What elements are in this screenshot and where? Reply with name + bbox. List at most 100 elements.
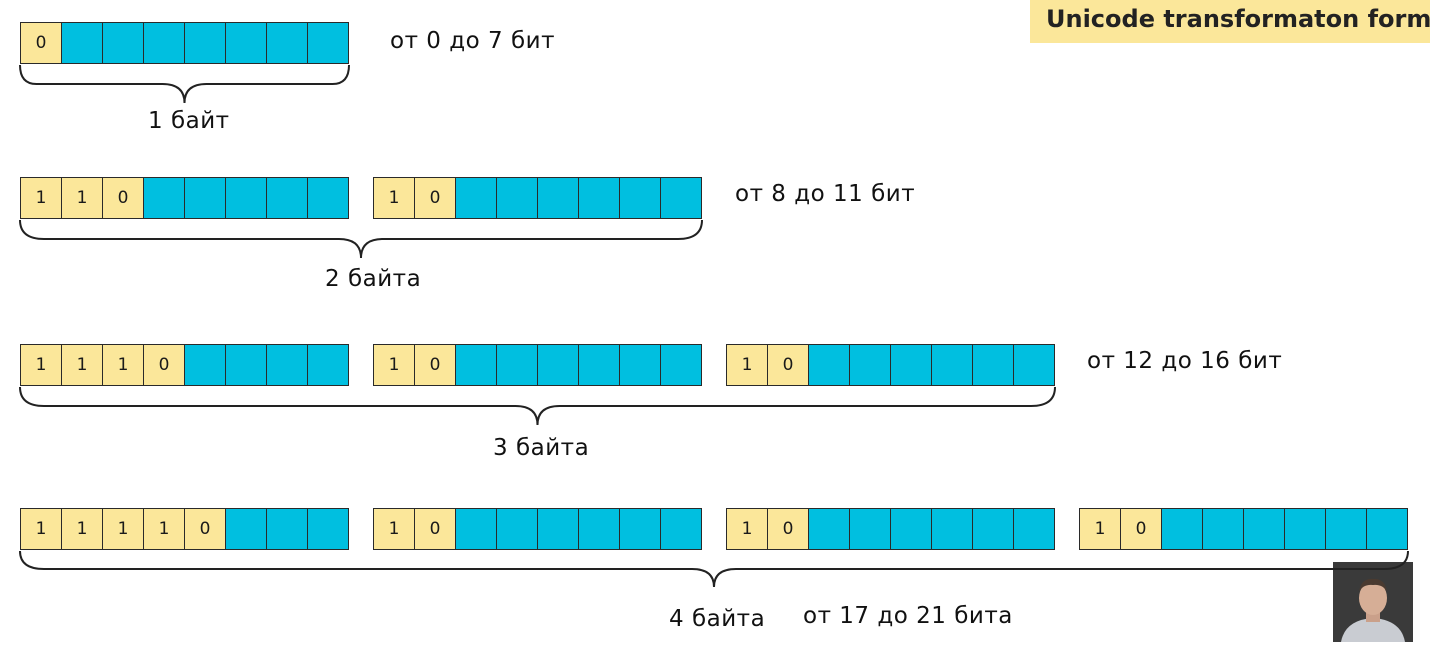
curly-brace [19, 386, 1056, 426]
prefix-bit-cell: 1 [143, 508, 185, 550]
payload-bit-cell [143, 22, 185, 64]
payload-bit-cell [455, 344, 497, 386]
payload-bit-cell [931, 508, 973, 550]
prefix-bit-cell: 0 [414, 177, 456, 219]
prefix-bit-cell: 0 [143, 344, 185, 386]
bit-range-label: от 0 до 7 бит [390, 28, 555, 54]
payload-bit-cell [225, 22, 267, 64]
prefix-bit-cell: 1 [20, 344, 62, 386]
payload-bit-cell [808, 344, 850, 386]
payload-bit-cell [184, 22, 226, 64]
prefix-bit-cell: 0 [20, 22, 62, 64]
payload-bit-cell [849, 508, 891, 550]
prefix-bit-cell: 0 [102, 177, 144, 219]
payload-bit-cell [1284, 508, 1326, 550]
payload-bit-cell [1366, 508, 1408, 550]
prefix-bit-cell: 1 [1079, 508, 1121, 550]
prefix-bit-cell: 0 [414, 344, 456, 386]
payload-bit-cell [143, 177, 185, 219]
byte-box: 0 [20, 22, 349, 64]
payload-bit-cell [1202, 508, 1244, 550]
prefix-bit-cell: 0 [414, 508, 456, 550]
payload-bit-cell [1325, 508, 1367, 550]
payload-bit-cell [455, 177, 497, 219]
title-banner: Unicode transformaton format [1030, 0, 1430, 43]
payload-bit-cell [972, 344, 1014, 386]
payload-bit-cell [184, 177, 226, 219]
prefix-bit-cell: 1 [61, 508, 103, 550]
payload-bit-cell [307, 344, 349, 386]
payload-bit-cell [972, 508, 1014, 550]
payload-bit-cell [537, 177, 579, 219]
prefix-bit-cell: 1 [61, 177, 103, 219]
payload-bit-cell [849, 344, 891, 386]
payload-bit-cell [266, 344, 308, 386]
payload-bit-cell [184, 344, 226, 386]
curly-brace [19, 64, 350, 104]
prefix-bit-cell: 0 [1120, 508, 1162, 550]
prefix-bit-cell: 1 [373, 344, 415, 386]
payload-bit-cell [1243, 508, 1285, 550]
payload-bit-cell [890, 508, 932, 550]
payload-bit-cell [660, 344, 702, 386]
prefix-bit-cell: 1 [102, 344, 144, 386]
byte-count-label: 3 байта [493, 435, 590, 461]
payload-bit-cell [61, 22, 103, 64]
curly-brace [19, 550, 1409, 588]
payload-bit-cell [266, 508, 308, 550]
payload-bit-cell [266, 22, 308, 64]
payload-bit-cell [578, 177, 620, 219]
payload-bit-cell [660, 177, 702, 219]
payload-bit-cell [537, 508, 579, 550]
payload-bit-cell [225, 508, 267, 550]
payload-bit-cell [619, 344, 661, 386]
banner-text: Unicode transformaton format [1046, 4, 1430, 33]
payload-bit-cell [225, 177, 267, 219]
payload-bit-cell [307, 177, 349, 219]
bit-range-label: от 12 до 16 бит [1087, 348, 1283, 374]
byte-count-label: 4 байта [669, 606, 766, 632]
byte-count-label: 2 байта [325, 266, 422, 292]
payload-bit-cell [619, 508, 661, 550]
payload-bit-cell [496, 177, 538, 219]
prefix-bit-cell: 0 [767, 508, 809, 550]
payload-bit-cell [890, 344, 932, 386]
payload-bit-cell [307, 22, 349, 64]
prefix-bit-cell: 1 [726, 508, 768, 550]
payload-bit-cell [578, 508, 620, 550]
prefix-bit-cell: 1 [373, 508, 415, 550]
prefix-bit-cell: 1 [20, 508, 62, 550]
payload-bit-cell [1161, 508, 1203, 550]
payload-bit-cell [619, 177, 661, 219]
payload-bit-cell [496, 508, 538, 550]
payload-bit-cell [578, 344, 620, 386]
prefix-bit-cell: 0 [767, 344, 809, 386]
payload-bit-cell [225, 344, 267, 386]
payload-bit-cell [307, 508, 349, 550]
prefix-bit-cell: 1 [726, 344, 768, 386]
prefix-bit-cell: 0 [184, 508, 226, 550]
prefix-bit-cell: 1 [102, 508, 144, 550]
prefix-bit-cell: 1 [20, 177, 62, 219]
bit-range-label: от 17 до 21 бита [803, 603, 1013, 629]
payload-bit-cell [496, 344, 538, 386]
payload-bit-cell [660, 508, 702, 550]
bit-range-label: от 8 до 11 бит [735, 181, 916, 207]
byte-count-label: 1 байт [148, 108, 230, 134]
payload-bit-cell [931, 344, 973, 386]
payload-bit-cell [266, 177, 308, 219]
payload-bit-cell [102, 22, 144, 64]
payload-bit-cell [1013, 344, 1055, 386]
payload-bit-cell [808, 508, 850, 550]
prefix-bit-cell: 1 [61, 344, 103, 386]
